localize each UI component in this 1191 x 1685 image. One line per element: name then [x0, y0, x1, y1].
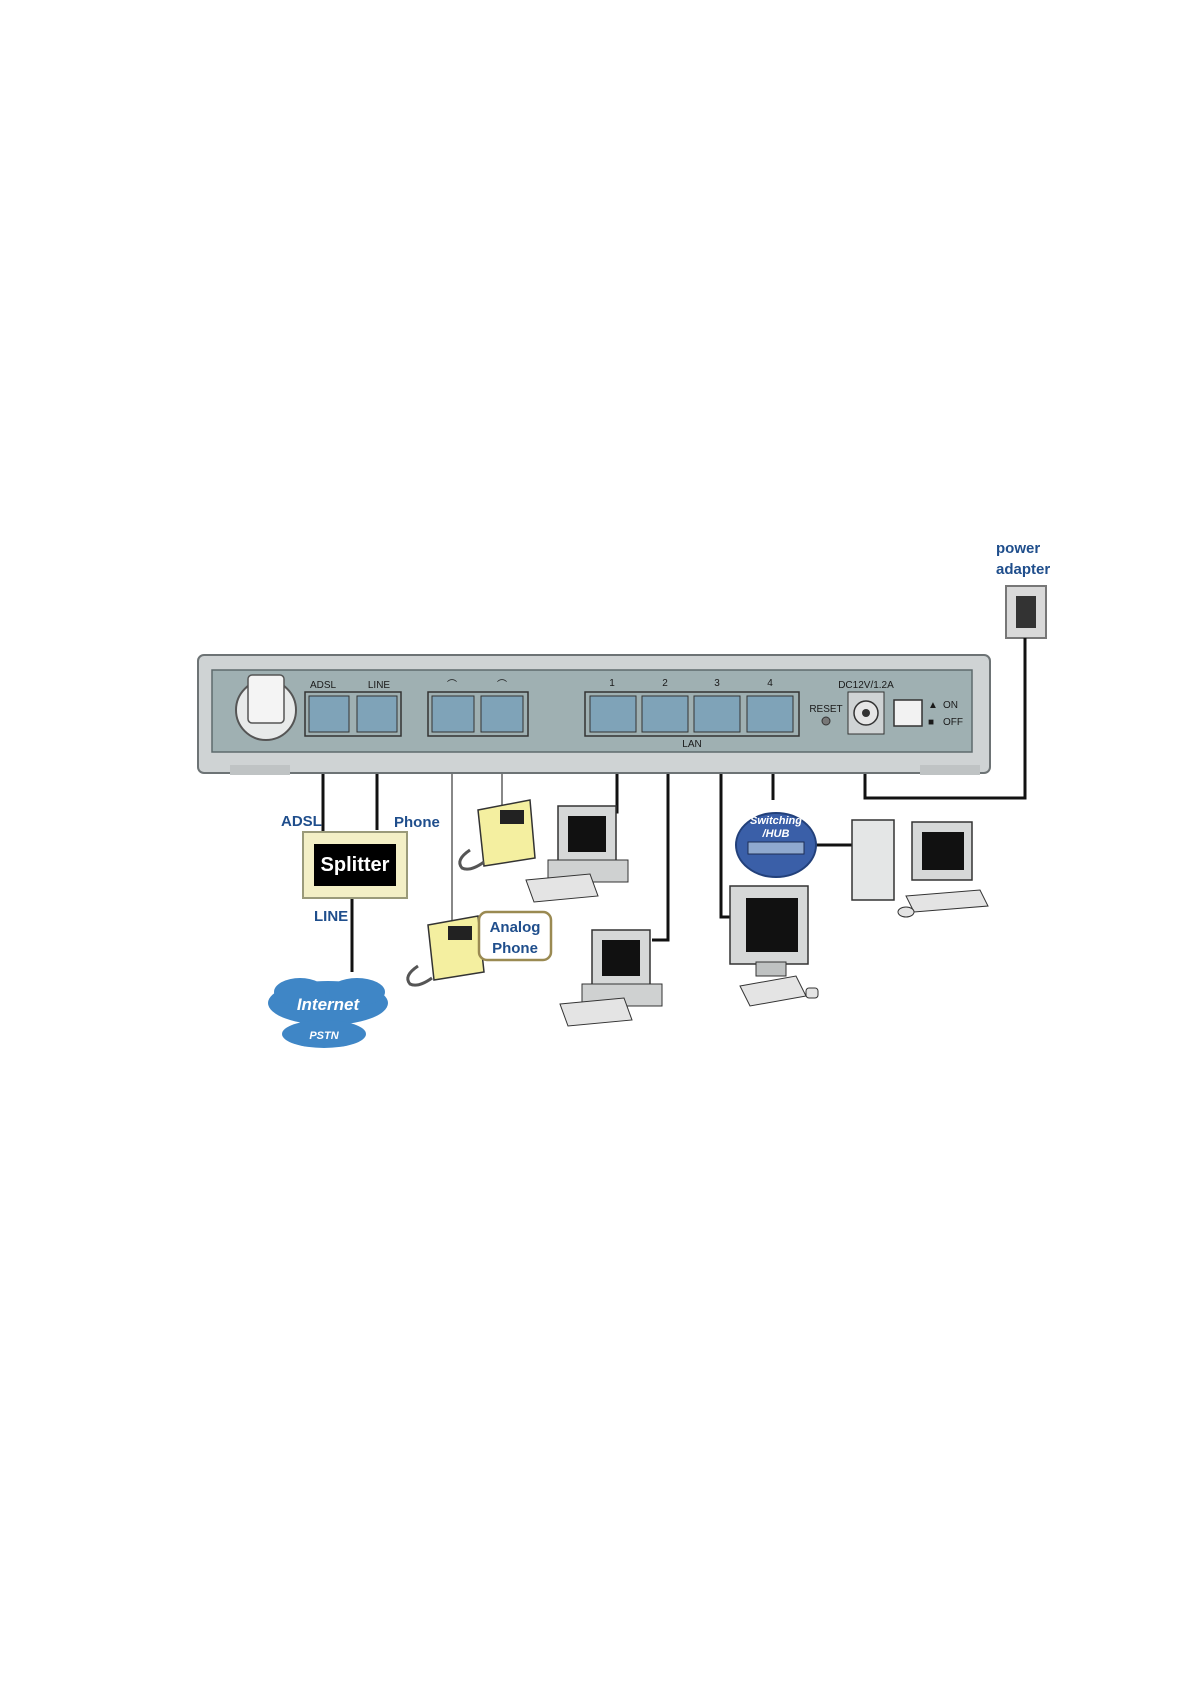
phone-display-1 — [500, 810, 524, 824]
pc-4 — [852, 820, 988, 917]
internet-label: Internet — [297, 995, 361, 1014]
analog-phone-label-1: Analog — [490, 919, 541, 936]
pc-4-tower — [852, 820, 894, 900]
pc-3-mouse — [806, 988, 818, 998]
power-adapter: power adapter — [996, 540, 1050, 638]
phone-port-2-icon: ⌒ — [497, 679, 507, 691]
phone-handset-1 — [460, 850, 484, 869]
line-port — [357, 696, 397, 732]
line-port-label: LINE — [368, 680, 391, 691]
phone-port-2 — [481, 696, 523, 732]
pc-2-keyboard — [560, 998, 632, 1026]
switch-on-icon: ▲ — [928, 700, 938, 711]
lan-3-label: 3 — [714, 678, 720, 689]
lan-label: LAN — [682, 739, 701, 750]
dc-jack-pin — [862, 709, 870, 717]
phone-display-2 — [448, 926, 472, 940]
hub-ports — [748, 842, 804, 854]
splitter: Splitter — [303, 832, 407, 898]
pc-1-screen — [568, 816, 606, 852]
dc-rating-label: DC12V/1.2A — [838, 680, 894, 691]
lan-port-3 — [694, 696, 740, 732]
lan-port-1 — [590, 696, 636, 732]
power-adapter-face — [1016, 596, 1036, 628]
pc-1 — [526, 806, 628, 902]
pc-2-screen — [602, 940, 640, 976]
analog-phone-label-box: Analog Phone — [479, 912, 551, 960]
adsl-cable-label: ADSL — [281, 813, 322, 830]
lan-port-2 — [642, 696, 688, 732]
phone-body-1 — [478, 800, 535, 866]
power-switch — [894, 700, 922, 726]
power-adapter-label-1: power — [996, 540, 1040, 557]
pc-4-screen — [922, 832, 964, 870]
reset-button — [822, 717, 830, 725]
power-adapter-label-2: adapter — [996, 561, 1050, 578]
pstn-label: PSTN — [309, 1030, 339, 1042]
lan-1-label: 1 — [609, 678, 615, 689]
phone-handset-2 — [408, 966, 432, 985]
reset-label: RESET — [809, 704, 842, 715]
pc-1-keyboard — [526, 874, 598, 902]
analog-phone-1 — [460, 800, 535, 869]
lan-2-label: 2 — [662, 678, 668, 689]
hub-label-2: /HUB — [762, 828, 790, 840]
router-foot-left — [230, 765, 290, 775]
antenna-mount — [248, 675, 284, 723]
phone-port-1 — [432, 696, 474, 732]
pc-3 — [730, 886, 818, 1006]
line-cable-label: LINE — [314, 908, 348, 925]
splitter-label: Splitter — [321, 854, 390, 876]
hub-label-1: Switching — [750, 815, 802, 827]
switch-on-label: ON — [943, 700, 958, 711]
analog-phone-2 — [408, 916, 484, 985]
pc-2 — [560, 930, 662, 1026]
lan-4-label: 4 — [767, 678, 773, 689]
adsl-port — [309, 696, 349, 732]
adsl-port-label: ADSL — [310, 680, 337, 691]
phone-body-2 — [428, 916, 484, 980]
switch-off-icon: ■ — [928, 717, 934, 728]
analog-phone-label-2: Phone — [492, 940, 538, 957]
phone-port-1-icon: ⌒ — [447, 679, 457, 691]
pc-4-keyboard — [906, 890, 988, 912]
pc-4-mouse — [898, 907, 914, 917]
switch-off-label: OFF — [943, 717, 963, 728]
router: ADSL LINE ⌒ ⌒ 1 2 3 4 LAN RESET DC12V/1.… — [198, 655, 990, 775]
internet-pstn-cloud: Internet PSTN — [268, 978, 388, 1048]
lan-port-4 — [747, 696, 793, 732]
phone-cable-label: Phone — [394, 814, 440, 831]
router-foot-right — [920, 765, 980, 775]
switching-hub: Switching /HUB — [736, 813, 816, 877]
pc-3-keyboard — [740, 976, 806, 1006]
pc-3-screen — [746, 898, 798, 952]
pc-3-stand — [756, 962, 786, 976]
